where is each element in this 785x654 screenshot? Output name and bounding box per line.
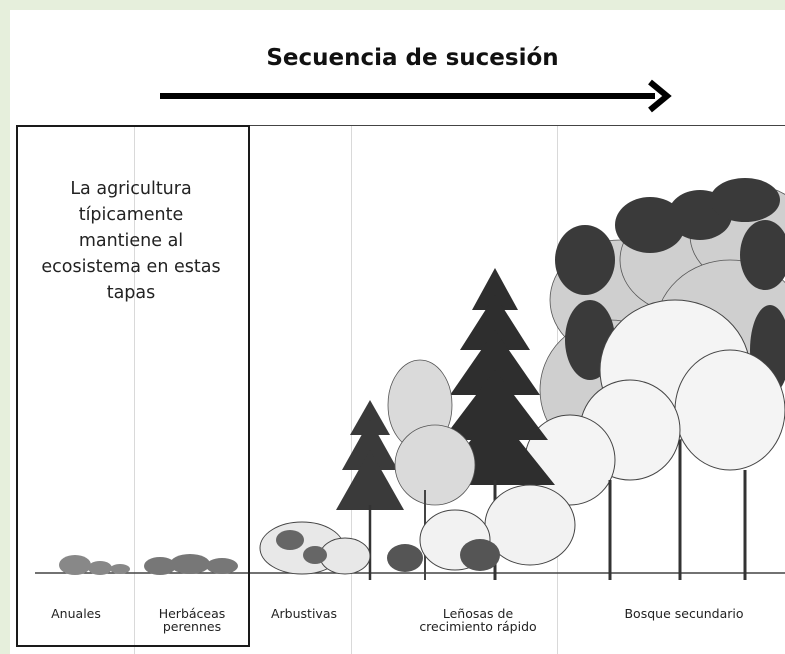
column-divider [351,126,352,654]
succession-arrow-icon [160,79,672,113]
header-divider [16,125,785,126]
stage-label-bosque-secundario: Bosque secundario [624,606,744,621]
stage-label-lenosas: Leñosas de crecimiento rápido [419,606,537,634]
vegetation-illustration [35,178,785,580]
stage-label-anuales: Anuales [51,606,101,621]
stage-label-arbustivas: Arbustivas [270,606,338,621]
column-divider [134,126,135,654]
agriculture-stages-box [16,125,250,647]
diagram-canvas: Secuencia de sucesión [10,10,785,654]
agriculture-note: La agricultura típicamente mantiene al e… [41,179,221,303]
diagram-title: Secuencia de sucesión [266,45,559,71]
stage-label-herbaceas-perennes: Herbáceas perennes [158,606,226,634]
